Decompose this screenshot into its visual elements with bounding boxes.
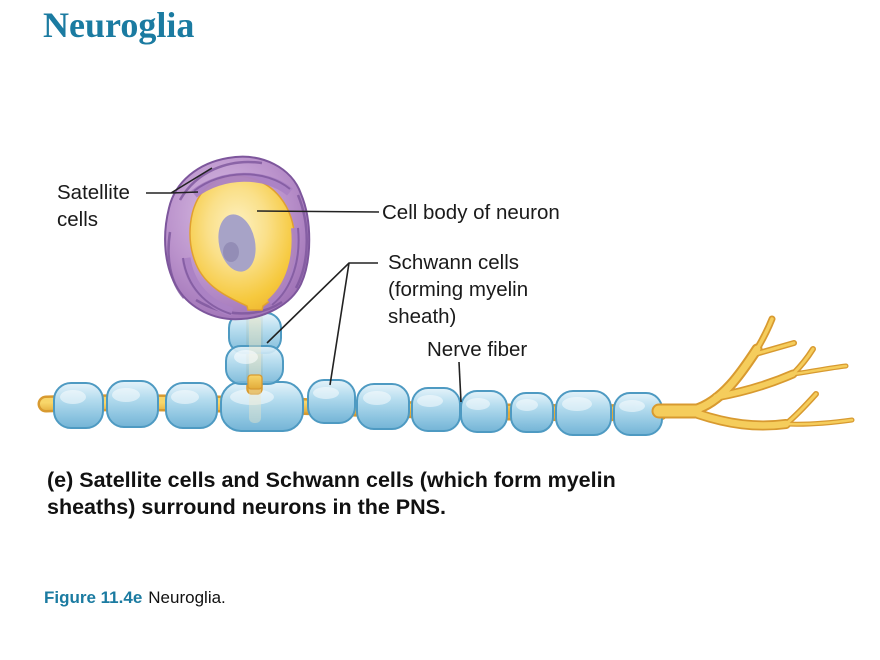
nucleolus bbox=[223, 242, 239, 262]
cell-body-leader bbox=[256, 210, 380, 213]
leader-lines bbox=[146, 167, 462, 403]
schwann-cells-leader bbox=[266, 262, 378, 386]
panel-caption-line2: sheaths) surround neurons in the PNS. bbox=[47, 495, 446, 519]
myelin-segment bbox=[411, 387, 461, 432]
satellite-overlap-bands bbox=[181, 172, 300, 317]
label-nerve-fiber: Nerve fiber bbox=[427, 338, 528, 361]
satellite-cells-leader bbox=[146, 167, 213, 194]
myelin-segment bbox=[53, 382, 104, 429]
label-cell-body-of-neuron: Cell body of neuron bbox=[382, 201, 560, 224]
myelin-highlights bbox=[60, 387, 645, 412]
myelin-segment bbox=[555, 390, 612, 436]
terminal-branches bbox=[651, 315, 855, 431]
myelin-segment bbox=[356, 383, 410, 430]
nerve-fiber-leader bbox=[458, 361, 462, 403]
myelin-segment bbox=[165, 382, 218, 429]
myelin-segment bbox=[510, 392, 554, 433]
figure-title: Neuroglia. bbox=[148, 588, 226, 607]
stem-highlight bbox=[234, 350, 258, 364]
figure-number: Figure 11.4e bbox=[44, 588, 143, 607]
stem-axon-nub bbox=[247, 374, 263, 390]
page-title: Neuroglia bbox=[43, 5, 195, 45]
myelin-segment bbox=[307, 379, 356, 424]
panel-caption: (e) Satellite cells and Schwann cells (w… bbox=[47, 467, 727, 521]
label-schwann-cells: Schwann cells (forming myelin sheath) bbox=[388, 251, 529, 328]
panel-caption-line1: (e) Satellite cells and Schwann cells (w… bbox=[47, 468, 616, 492]
stem-translucent-column bbox=[249, 317, 261, 423]
myelin-segment bbox=[106, 380, 159, 428]
label-satellite-cells: Satellite cells bbox=[57, 181, 130, 231]
figure-caption: Figure 11.4e Neuroglia. bbox=[44, 587, 226, 608]
myelin-segment bbox=[460, 390, 508, 433]
neuron-cell-body bbox=[189, 175, 296, 311]
